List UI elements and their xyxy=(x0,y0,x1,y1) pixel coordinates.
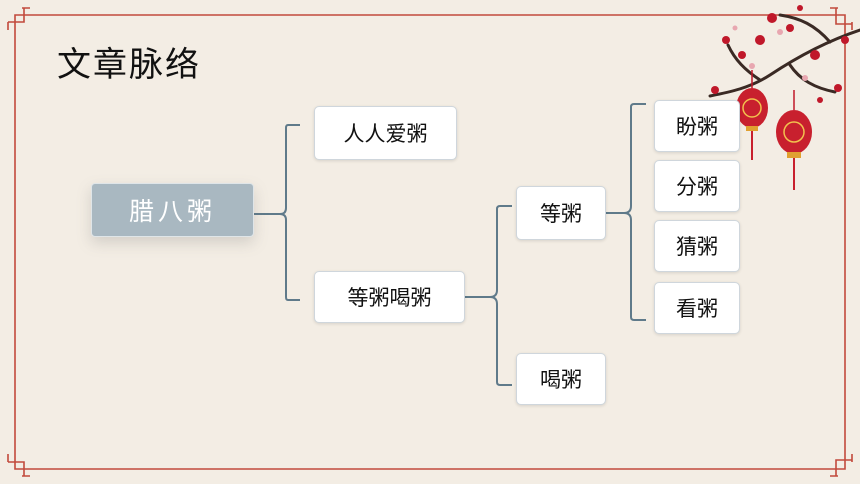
node-level3-3: 猜粥 xyxy=(654,220,740,272)
lantern-icon xyxy=(776,90,812,190)
root-node: 腊八粥 xyxy=(91,183,254,237)
node-level3-1: 盼粥 xyxy=(654,100,740,152)
node-level1-1: 人人爱粥 xyxy=(314,106,457,160)
node-level2-1: 等粥 xyxy=(516,186,606,240)
node-level3-2: 分粥 xyxy=(654,160,740,212)
page-title: 文章脉络 xyxy=(57,45,201,85)
node-level1-2: 等粥喝粥 xyxy=(314,271,465,323)
node-level3-4: 看粥 xyxy=(654,282,740,334)
lantern-icon xyxy=(736,70,768,160)
node-level2-2: 喝粥 xyxy=(516,353,606,405)
